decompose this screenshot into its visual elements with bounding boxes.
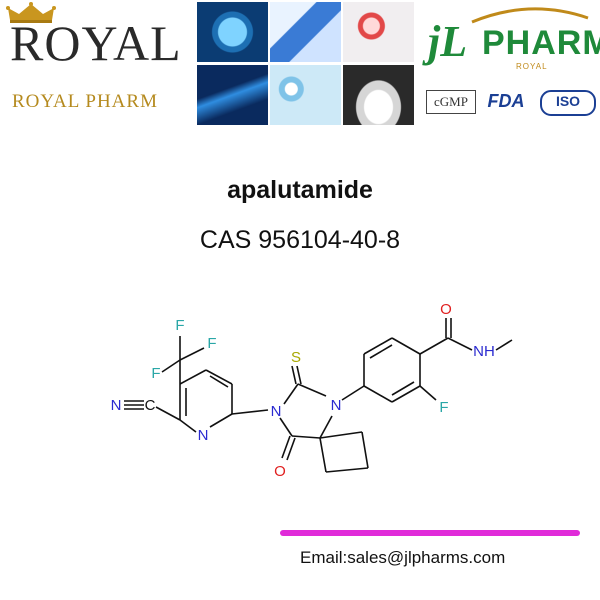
atom-o-amide: O [440,301,452,318]
atom-nh: NH [473,343,495,360]
cgmp-badge: cGMP [426,90,476,114]
atom-n-right: N [331,397,342,414]
virus-image [197,2,268,62]
atom-f2: F [207,335,216,352]
cas-number: CAS 956104-40-8 [199,226,401,254]
iso-badge: ISO [540,90,596,116]
royal-pharm-subtitle: ROYAL PHARM [12,91,158,112]
water-bubbles-image [270,65,341,125]
contact-email: Email:sales@jlpharms.com [300,548,506,567]
atom-n-left: N [271,403,282,420]
jl-mark: jL [428,17,468,66]
royal-wordmark: ROYAL [10,15,182,71]
jl-pharm-tagline: ROYAL [516,62,548,71]
lab-test-tubes-image [270,2,341,62]
photo-collage [197,2,417,126]
jl-pharm-wordmark: PHARM [482,24,600,62]
crown-icon [6,2,56,23]
accent-divider [280,530,580,536]
swoosh-icon [471,7,589,24]
atom-f3: F [151,365,160,382]
royal-pharm-logo: ROYAL ROYAL PHARM [0,0,195,130]
atom-n-cyano: N [111,397,122,414]
dna-helix-image [197,65,268,125]
atom-o-carbonyl: O [274,463,286,480]
structure-bonds [124,318,513,473]
compound-name: apalutamide [227,176,373,204]
atom-f1: F [175,317,184,334]
atom-sulfur: S [291,349,301,366]
chemical-structure-diagram: F F F N C N N S N O O NH F [111,301,513,480]
structure-atom-labels: F F F N C N N S N O O NH F [111,301,495,480]
atom-f-aryl: F [439,399,448,416]
jl-pharm-logo: jL PHARM ROYAL cGMP FDA ISO [420,0,600,130]
fda-badge: FDA [487,91,525,111]
atom-c-cyano: C [145,397,156,414]
powder-samples-image [343,65,414,125]
atom-n-pyridine: N [198,427,209,444]
capsules-image [343,2,414,62]
